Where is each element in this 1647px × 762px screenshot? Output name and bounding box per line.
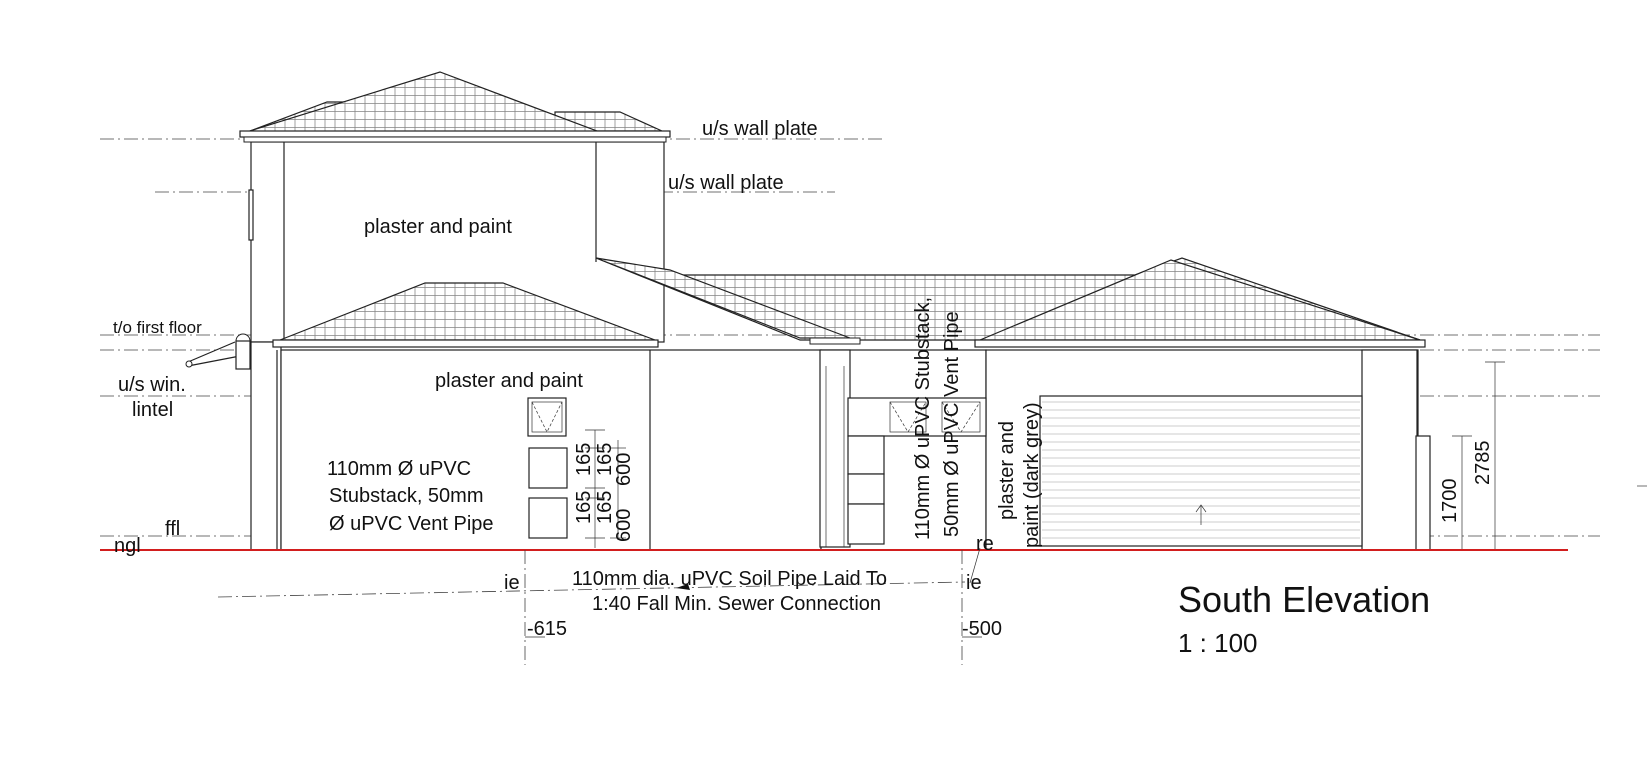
dim-600-b: 600 <box>613 509 635 542</box>
entry-sidelight-1 <box>847 435 885 475</box>
window-top <box>527 397 567 437</box>
window-middle <box>528 447 568 489</box>
stubstack-note: 110mm Ø uPVC Stubstack, 50mm Ø uPVC Vent… <box>327 297 963 540</box>
drawing-title-block: South Elevation 1 : 100 <box>1178 579 1430 658</box>
ie-right-label: ie <box>966 572 982 594</box>
garage-finish-label-2: paint (dark grey) <box>1021 402 1043 548</box>
upper-gutter <box>243 136 667 143</box>
entry-sidelight-2 <box>847 473 885 505</box>
door-height-label: 1700 <box>1439 479 1461 524</box>
stubstack-note-line-1: 110mm Ø uPVC <box>327 458 471 480</box>
garage-end-pier <box>1361 349 1418 551</box>
garage-finish-label-1: plaster and <box>996 421 1018 520</box>
lower-wall-plate-label: u/s wall plate <box>668 172 784 194</box>
ie-left-label: ie <box>504 572 520 594</box>
upper-main-roof <box>239 71 606 135</box>
height-dimension-labels: 1700 2785 <box>1439 441 1494 524</box>
window-lintel-label-1: u/s win. <box>118 374 186 396</box>
upper-side-trim <box>248 189 254 241</box>
entry-pier <box>819 349 851 548</box>
soil-pipe-labels: 110mm dia. uPVC Soil Pipe Laid To 1:40 F… <box>504 533 1002 640</box>
drawing-scale: 1 : 100 <box>1178 628 1258 658</box>
level-labels: u/s wall plate u/s wall plate t/o first … <box>113 118 818 557</box>
middle-fascia <box>809 337 861 345</box>
wall-height-label: 2785 <box>1472 441 1494 486</box>
soil-pipe-note-line-1: 110mm dia. uPVC Soil Pipe Laid To <box>572 568 887 590</box>
first-floor-label: t/o first floor <box>113 318 202 337</box>
soil-pipe-note-line-2: 1:40 Fall Min. Sewer Connection <box>592 593 881 615</box>
finish-labels: plaster and paint plaster and paint plas… <box>364 216 1043 548</box>
invert-depth-left: -615 <box>527 618 567 640</box>
dim-165-c: 165 <box>573 491 595 524</box>
garage-door <box>1039 395 1363 547</box>
window-lintel-label-2: lintel <box>132 399 173 421</box>
ngl-label: ngl <box>114 535 141 557</box>
upper-fascia <box>239 130 671 138</box>
bathroom-windows <box>527 397 626 548</box>
upper-finish-label: plaster and paint <box>364 216 512 238</box>
side-pier <box>250 341 282 551</box>
vertical-stubstack-line-1: 110mm Ø uPVC Stubstack, <box>912 297 934 540</box>
re-label: re <box>976 533 994 555</box>
lower-finish-label: plaster and paint <box>435 370 583 392</box>
dim-165-b: 165 <box>594 443 616 476</box>
soil-pipe <box>217 547 982 665</box>
drawing-title: South Elevation <box>1178 579 1430 620</box>
right-fascia <box>974 339 1426 348</box>
stubstack-note-line-2: Stubstack, 50mm <box>329 485 484 507</box>
stubstack-note-line-3: Ø uPVC Vent Pipe <box>329 513 494 535</box>
window-bottom <box>528 497 568 539</box>
dim-165-d: 165 <box>594 491 616 524</box>
entry-sidelight-3 <box>847 503 885 545</box>
vertical-stubstack-line-2: 50mm Ø uPVC Vent Pipe <box>941 311 963 537</box>
invert-depth-right: -500 <box>962 618 1002 640</box>
left-fascia <box>272 339 659 348</box>
ffl-label: ffl <box>165 518 180 540</box>
garage-side-wall <box>1415 435 1431 551</box>
upper-wall-plate-label: u/s wall plate <box>702 118 818 140</box>
ground-roofs <box>272 257 1426 348</box>
dim-165-a: 165 <box>573 443 595 476</box>
entry-windows <box>847 397 987 545</box>
dim-600-a: 600 <box>613 453 635 486</box>
window-dimension-labels: 165 165 600 165 165 600 <box>573 443 635 542</box>
left-vent-cowl <box>185 333 251 370</box>
